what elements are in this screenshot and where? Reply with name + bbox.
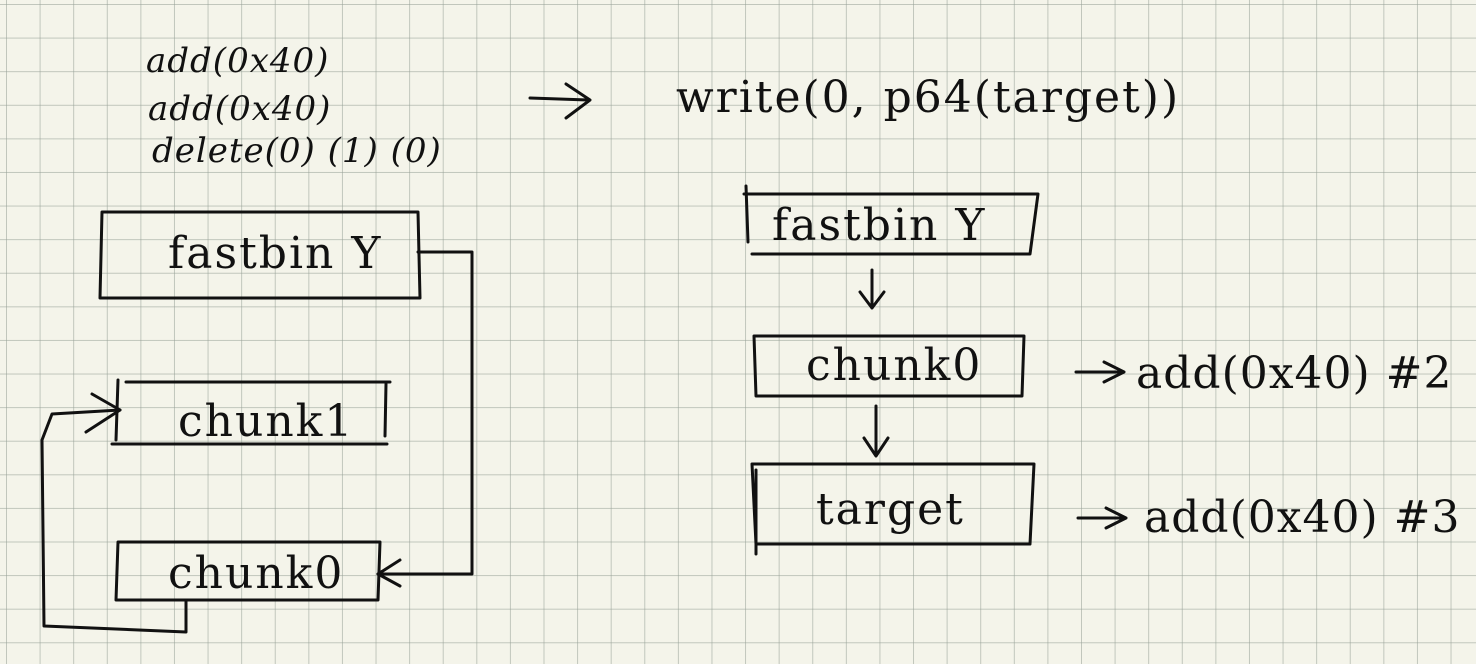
chunk0-allocation-note: add(0x40) #2 (1136, 348, 1453, 399)
left-fastbin-label: fastbin Y (168, 228, 383, 279)
connector-arrowhead-chunk1 (84, 392, 122, 434)
chunk0-to-chunk1-loop (40, 408, 188, 634)
command-line-1: add(0x40) (146, 41, 330, 81)
target-allocation-note: add(0x40) #3 (1144, 492, 1461, 543)
right-chunk0-label: chunk0 (806, 340, 983, 391)
down-arrow-2 (862, 404, 890, 458)
transition-arrow (528, 82, 592, 120)
down-arrow-1 (858, 268, 886, 310)
left-chunk1-label: chunk1 (178, 396, 355, 447)
right-target-box (750, 462, 1036, 556)
right-fastbin-label: fastbin Y (772, 200, 987, 251)
connector-arrowhead-chunk0 (376, 558, 402, 588)
command-line-2: add(0x40) (148, 89, 332, 129)
command-line-3: delete(0) (1) (0) (152, 131, 442, 171)
side-arrow-chunk0 (1074, 360, 1126, 384)
left-chunk0-box (114, 540, 382, 602)
right-fastbin-box (742, 184, 1040, 256)
side-arrow-target (1076, 506, 1128, 530)
write-call-text: write(0, p64(target)) (676, 72, 1181, 123)
right-chunk0-box (752, 334, 1026, 398)
right-target-label: target (816, 484, 965, 535)
left-fastbin-box (98, 210, 422, 300)
fastbin-to-chunk0-connector (376, 250, 474, 576)
left-chunk0-label: chunk0 (168, 548, 345, 599)
